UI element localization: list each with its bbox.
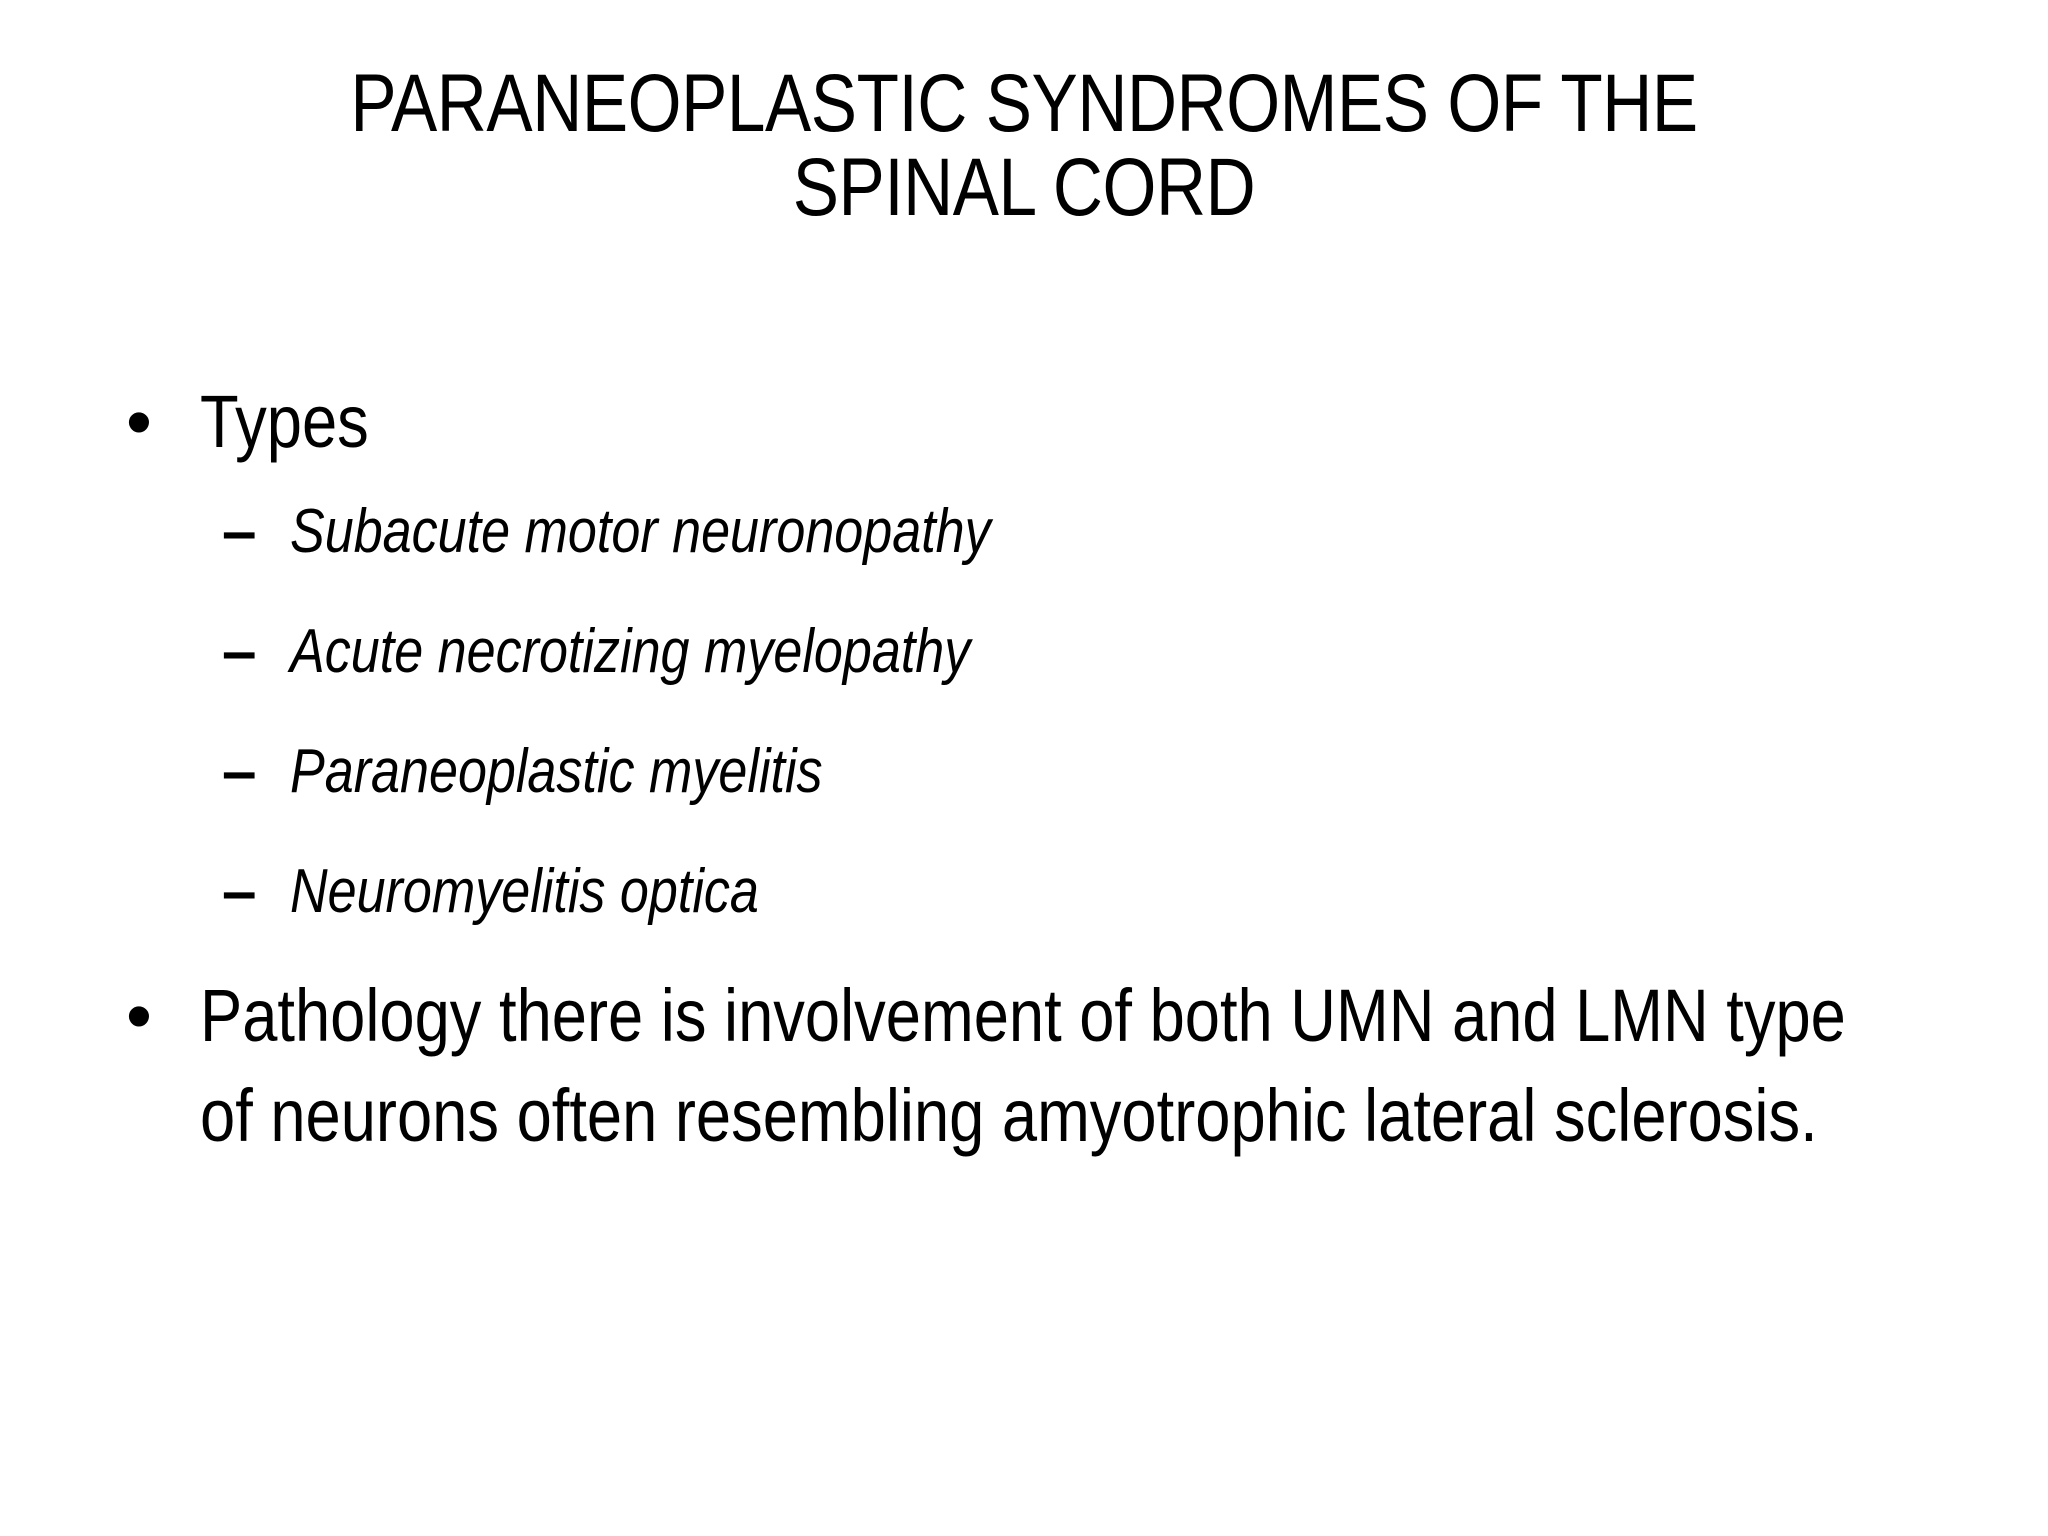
list-item-label: Neuromyelitis optica: [290, 857, 759, 926]
list-item-label: Acute necrotizing myelopathy: [290, 617, 971, 686]
types-sublist: – Subacute motor neuronopathy – Acute ne…: [0, 472, 2048, 952]
list-item: – Neuromyelitis optica: [0, 832, 2048, 952]
list-item-label: Paraneoplastic myelitis: [290, 737, 823, 806]
bullet-dot-icon: •: [126, 974, 152, 1057]
page-title: PARANEOPLASTIC SYNDROMES OF THE SPINAL C…: [350, 58, 1698, 233]
list-item-label: Subacute motor neuronopathy: [290, 497, 991, 566]
dash-icon: –: [222, 857, 257, 926]
dash-icon: –: [222, 617, 257, 686]
list-item-label: Pathology there is involvement of both U…: [200, 974, 1846, 1157]
dash-icon: –: [222, 737, 257, 806]
list-item: – Paraneoplastic myelitis: [0, 712, 2048, 832]
list-item: – Subacute motor neuronopathy: [0, 472, 2048, 592]
list-item: – Acute necrotizing myelopathy: [0, 592, 2048, 712]
dash-icon: –: [222, 497, 257, 566]
bullet-dot-icon: •: [126, 380, 152, 463]
list-item-types: • Types: [0, 372, 2048, 472]
spacer: [0, 952, 2048, 966]
slide-title: PARANEOPLASTIC SYNDROMES OF THE SPINAL C…: [110, 62, 1938, 229]
slide-body: • Types – Subacute motor neuronopathy – …: [0, 372, 2048, 1166]
list-item-label: Types: [200, 380, 369, 463]
list-item-pathology: • Pathology there is involvement of both…: [0, 966, 2048, 1166]
